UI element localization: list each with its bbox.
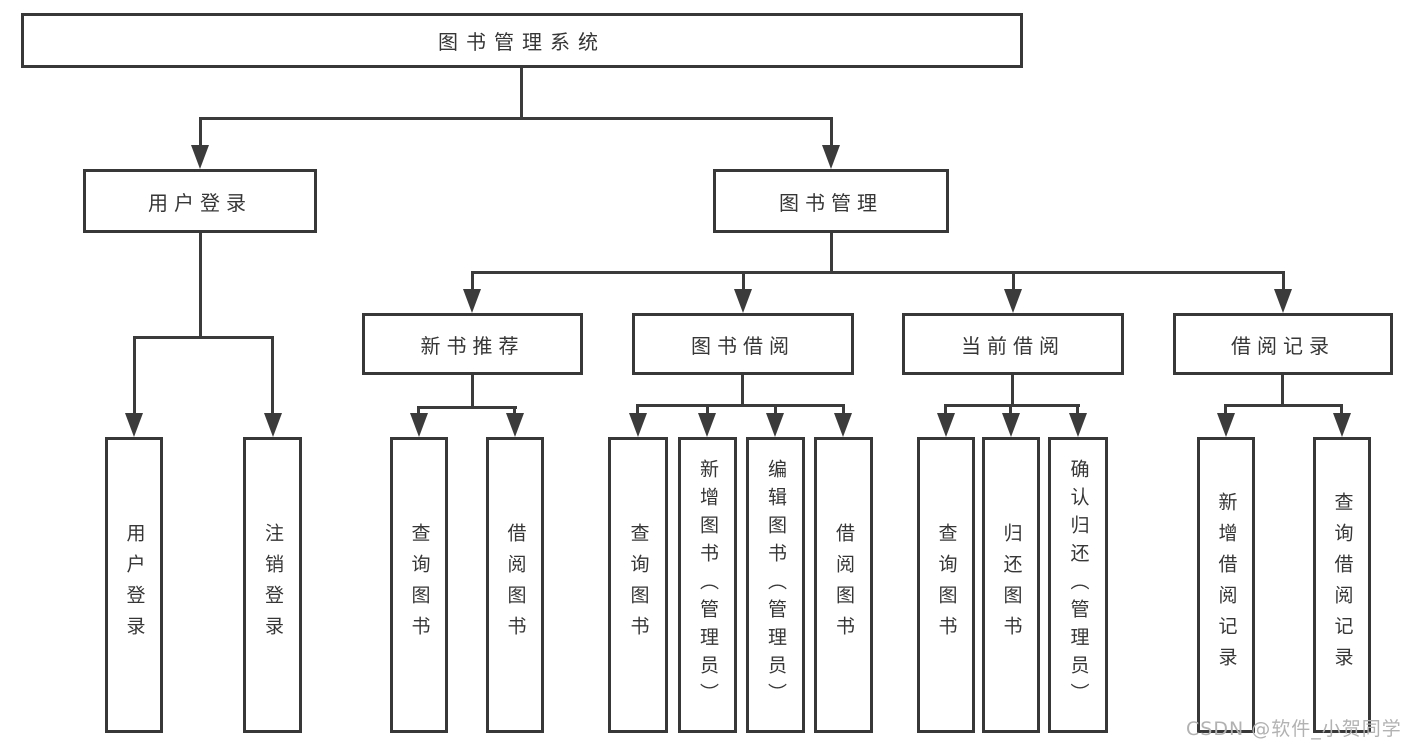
connector-stem-query-books-2 — [636, 404, 639, 415]
arrowhead-current-borrow — [1004, 289, 1022, 313]
arrowhead-leaf-user-login — [125, 413, 143, 437]
leaf-user-login: 用户登录 — [105, 437, 163, 733]
node-user-login: 用户登录 — [83, 169, 317, 233]
connector-stem-user-login — [199, 117, 202, 147]
arrowhead-borrow-records — [1274, 289, 1292, 313]
connector-stem-add-books — [706, 404, 709, 415]
connector-user-login-trunk — [199, 233, 202, 336]
leaf-query-borrow-record: 查询借阅记录 — [1313, 437, 1371, 733]
connector-stem-confirm-return — [1076, 404, 1079, 415]
leaf-borrow-books: 借阅图书 — [814, 437, 873, 733]
connector-stem-query-record — [1340, 404, 1343, 415]
node-borrow-records: 借阅记录 — [1173, 313, 1393, 375]
connector-stem-query-books-3 — [944, 404, 947, 415]
arrowhead-confirm-return — [1069, 413, 1087, 437]
arrowhead-leaf-logout — [264, 413, 282, 437]
leaf-edit-books-admin: 编辑图书（管理员） — [746, 437, 805, 733]
arrowhead-edit-books — [766, 413, 784, 437]
arrowhead-borrow-books-1 — [506, 413, 524, 437]
leaf-add-books-admin: 新增图书（管理员） — [678, 437, 737, 733]
connector-stem-new-book-recommend — [471, 271, 474, 291]
connector-stem-leaf-logout — [271, 336, 274, 416]
leaf-add-borrow-record: 新增借阅记录 — [1197, 437, 1255, 733]
connector-stem-book-borrow — [742, 271, 745, 291]
connector-stem-borrow-records — [1282, 271, 1285, 291]
connector-records-branch — [1224, 404, 1343, 407]
arrowhead-book-management — [822, 145, 840, 169]
leaf-query-books-borrow: 查询图书 — [608, 437, 668, 733]
arrowhead-add-books — [698, 413, 716, 437]
leaf-confirm-return-admin: 确认归还（管理员） — [1048, 437, 1108, 733]
connector-records-trunk — [1281, 375, 1284, 406]
node-current-borrow: 当前借阅 — [902, 313, 1124, 375]
node-book-management: 图书管理 — [713, 169, 949, 233]
connector-book-management-trunk — [830, 233, 833, 273]
arrowhead-new-book-recommend — [463, 289, 481, 313]
connector-recommend-trunk — [471, 375, 474, 407]
arrowhead-borrow-books-2 — [834, 413, 852, 437]
connector-stem-query-books-1 — [417, 406, 420, 416]
connector-stem-current-borrow — [1012, 271, 1015, 291]
node-new-book-recommend: 新书推荐 — [362, 313, 583, 375]
connector-stem-borrow-books-2 — [842, 404, 845, 415]
leaf-query-books-current: 查询图书 — [917, 437, 975, 733]
connector-stem-leaf-user-login — [133, 336, 136, 416]
csdn-watermark: CSDN @软件_小贺同学 — [1186, 718, 1402, 740]
node-library-management-system: 图书管理系统 — [21, 13, 1023, 68]
arrowhead-query-books-1 — [410, 413, 428, 437]
connector-root-trunk — [520, 68, 523, 117]
connector-stem-borrow-books-1 — [513, 406, 516, 416]
connector-stem-add-record — [1224, 404, 1227, 415]
arrowhead-query-books-3 — [937, 413, 955, 437]
connector-stem-edit-books — [774, 404, 777, 415]
connector-borrow-branch — [636, 404, 845, 407]
leaf-return-books: 归还图书 — [982, 437, 1040, 733]
arrowhead-query-record — [1333, 413, 1351, 437]
arrowhead-query-books-2 — [629, 413, 647, 437]
arrowhead-return-books — [1002, 413, 1020, 437]
arrowhead-user-login — [191, 145, 209, 169]
connector-root-branch — [199, 117, 833, 120]
leaf-logout: 注销登录 — [243, 437, 302, 733]
connector-current-trunk — [1011, 375, 1014, 406]
node-book-borrow: 图书借阅 — [632, 313, 854, 375]
leaf-query-books-recommend: 查询图书 — [390, 437, 448, 733]
connector-recommend-branch — [417, 406, 517, 409]
connector-borrow-trunk — [741, 375, 744, 406]
arrowhead-book-borrow — [734, 289, 752, 313]
connector-stem-return-books — [1009, 404, 1012, 415]
connector-user-login-branch — [133, 336, 274, 339]
arrowhead-add-record — [1217, 413, 1235, 437]
leaf-borrow-books-recommend: 借阅图书 — [486, 437, 544, 733]
connector-current-branch — [944, 404, 1080, 407]
connector-stem-book-management — [830, 117, 833, 147]
connector-book-management-branch — [471, 271, 1285, 274]
